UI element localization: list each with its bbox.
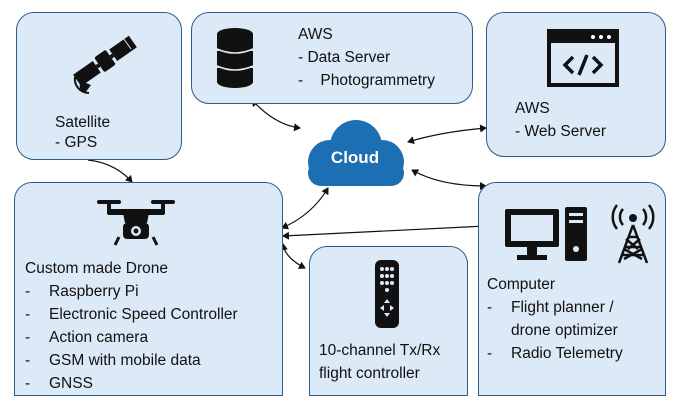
drone-item-raspberry-pi: Raspberry Pi xyxy=(49,283,139,300)
cloud-icon xyxy=(308,120,404,186)
aws-web-line-server: - Web Server xyxy=(515,123,607,140)
aws-data-line-server: - Data Server xyxy=(298,49,391,66)
arrow-cloud-awsweb xyxy=(407,124,487,145)
drone-title: Custom made Drone xyxy=(25,260,169,277)
computer-item-flight-planner: Flight planner / xyxy=(511,299,614,316)
aws-web-server-box: AWS - Web Server xyxy=(486,12,666,157)
drone-item-gsm: GSM with mobile data xyxy=(49,352,201,369)
satellite-box: Satellite - GPS xyxy=(16,12,182,160)
computer-title: Computer xyxy=(487,276,556,293)
satellite-title: Satellite xyxy=(55,114,111,131)
aws-web-title: AWS xyxy=(515,100,550,117)
desktop-computer-icon xyxy=(505,207,587,261)
arrow-cloud-computer xyxy=(411,169,487,190)
controller-line-1: 10-channel Tx/Rx xyxy=(319,342,441,359)
remote-control-icon xyxy=(375,260,399,328)
drone-item-gnss: GNSS xyxy=(49,375,93,392)
computer-item-drone-optimizer: drone optimizer xyxy=(511,322,618,339)
radio-tower-icon xyxy=(611,204,655,264)
aws-data-title: AWS xyxy=(298,26,333,43)
satellite-line-gps: - GPS xyxy=(55,134,98,151)
computer-item-radio-telemetry: Radio Telemetry xyxy=(511,345,623,362)
arrow-drone-computer xyxy=(282,222,487,240)
aws-data-line-photogrammetry: - Photogrammetry xyxy=(298,72,435,89)
aws-data-server-box: AWS - Data Server - Photogrammetry xyxy=(191,12,473,104)
web-code-icon xyxy=(547,29,619,87)
cloud-label: Cloud xyxy=(330,148,380,167)
arrow-awsdata-cloud xyxy=(251,99,301,132)
controller-box: 10-channel Tx/Rx flight controller xyxy=(309,246,468,396)
arrow-drone-controller xyxy=(279,243,306,269)
drone-item-action-camera: Action camera xyxy=(49,329,149,346)
drone-item-esc: Electronic Speed Controller xyxy=(49,306,238,323)
computer-box: Computer -Flight planner / drone optimiz… xyxy=(478,182,666,396)
database-icon xyxy=(216,28,254,88)
drone-box: Custom made Drone -Raspberry Pi -Electro… xyxy=(14,182,283,396)
drone-icon xyxy=(97,200,175,246)
arrow-satellite-drone xyxy=(87,159,133,183)
satellite-icon xyxy=(73,34,137,95)
controller-line-2: flight controller xyxy=(319,365,420,382)
